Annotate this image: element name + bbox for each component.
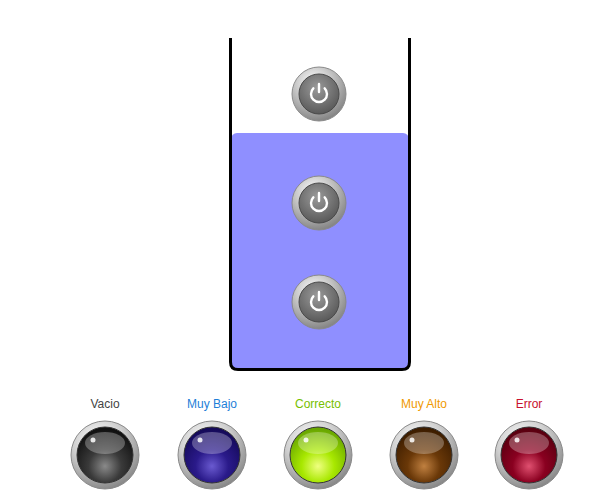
tank-wall bbox=[231, 38, 410, 370]
indicator-light: Muy Alto bbox=[388, 397, 460, 491]
lamp-graphic bbox=[176, 419, 248, 491]
lamp-graphic bbox=[69, 419, 141, 491]
level-sensor bbox=[292, 176, 346, 230]
indicator-light: Muy Bajo bbox=[176, 397, 248, 491]
lamp-graphic bbox=[282, 419, 354, 491]
indicator-label: Error bbox=[493, 397, 565, 411]
indicator-label: Correcto bbox=[282, 397, 354, 411]
lamp-graphic bbox=[493, 419, 565, 491]
level-sensor bbox=[292, 275, 346, 329]
level-sensor bbox=[292, 67, 346, 121]
water bbox=[231, 133, 409, 369]
indicator-label: Vacio bbox=[69, 397, 141, 411]
indicator-light: Error bbox=[493, 397, 565, 491]
indicator-label: Muy Alto bbox=[388, 397, 460, 411]
indicator-label: Muy Bajo bbox=[176, 397, 248, 411]
lamp-graphic bbox=[388, 419, 460, 491]
indicator-light: Correcto bbox=[282, 397, 354, 491]
indicator-light: Vacio bbox=[69, 397, 141, 491]
